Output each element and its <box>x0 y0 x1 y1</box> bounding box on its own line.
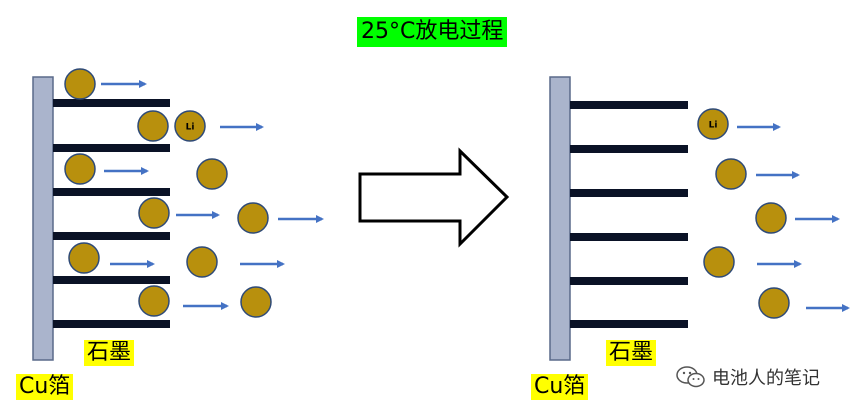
lithium-ion <box>68 242 100 274</box>
left-lithium-ions <box>64 68 272 318</box>
right-lithium-ions <box>697 108 790 319</box>
lithium-ion <box>174 110 206 142</box>
lithium-ion <box>186 246 218 278</box>
right-graphite-label: 石墨 <box>606 340 657 366</box>
right-graphite-layers <box>570 101 688 328</box>
left-graphite-layer <box>53 144 170 152</box>
lithium-ion <box>64 68 96 100</box>
left-graphite-layer <box>53 99 170 107</box>
left-graphite-layer <box>53 320 170 328</box>
left-cu-current-collector <box>32 76 54 361</box>
lithium-ion <box>64 153 96 185</box>
watermark: 电池人的笔记 <box>676 364 820 390</box>
left-graphite-layer <box>53 232 170 240</box>
lithium-ion <box>755 202 787 234</box>
watermark-text: 电池人的笔记 <box>712 368 820 389</box>
lithium-ion <box>196 158 228 190</box>
right-motion-arrows <box>737 123 850 312</box>
lithium-ion <box>697 108 729 140</box>
lithium-ion <box>758 287 790 319</box>
lithium-ion <box>240 286 272 318</box>
right-graphite-layer <box>570 145 688 153</box>
right-graphite-layer <box>570 189 688 197</box>
left-motion-arrows <box>101 80 324 310</box>
right-panel: Li <box>549 76 850 361</box>
left-graphite-label: 石墨 <box>84 340 135 366</box>
diagram-title: 25°C放电过程 <box>357 17 508 47</box>
wechat-icon <box>676 366 705 388</box>
lithium-ion <box>138 285 170 317</box>
lithium-ion <box>703 246 735 278</box>
left-graphite-layer <box>53 188 170 196</box>
right-cu-foil-label: Cu箔 <box>531 374 589 400</box>
right-graphite-layer <box>570 320 688 328</box>
left-panel: Li <box>32 68 324 361</box>
left-graphite-layers <box>53 99 170 328</box>
right-graphite-layer <box>570 101 688 109</box>
lithium-ion <box>137 110 169 142</box>
left-cu-foil-label: Cu箔 <box>16 374 74 400</box>
ion-label: Li <box>186 123 195 133</box>
right-cu-current-collector <box>549 76 571 361</box>
ion-label: Li <box>709 121 718 131</box>
lithium-ion <box>715 158 747 190</box>
left-graphite-layer <box>53 276 170 284</box>
lithium-ion <box>138 197 170 229</box>
right-graphite-layer <box>570 277 688 285</box>
lithium-ion <box>237 202 269 234</box>
right-graphite-layer <box>570 233 688 241</box>
big-arrow-icon <box>358 147 510 248</box>
